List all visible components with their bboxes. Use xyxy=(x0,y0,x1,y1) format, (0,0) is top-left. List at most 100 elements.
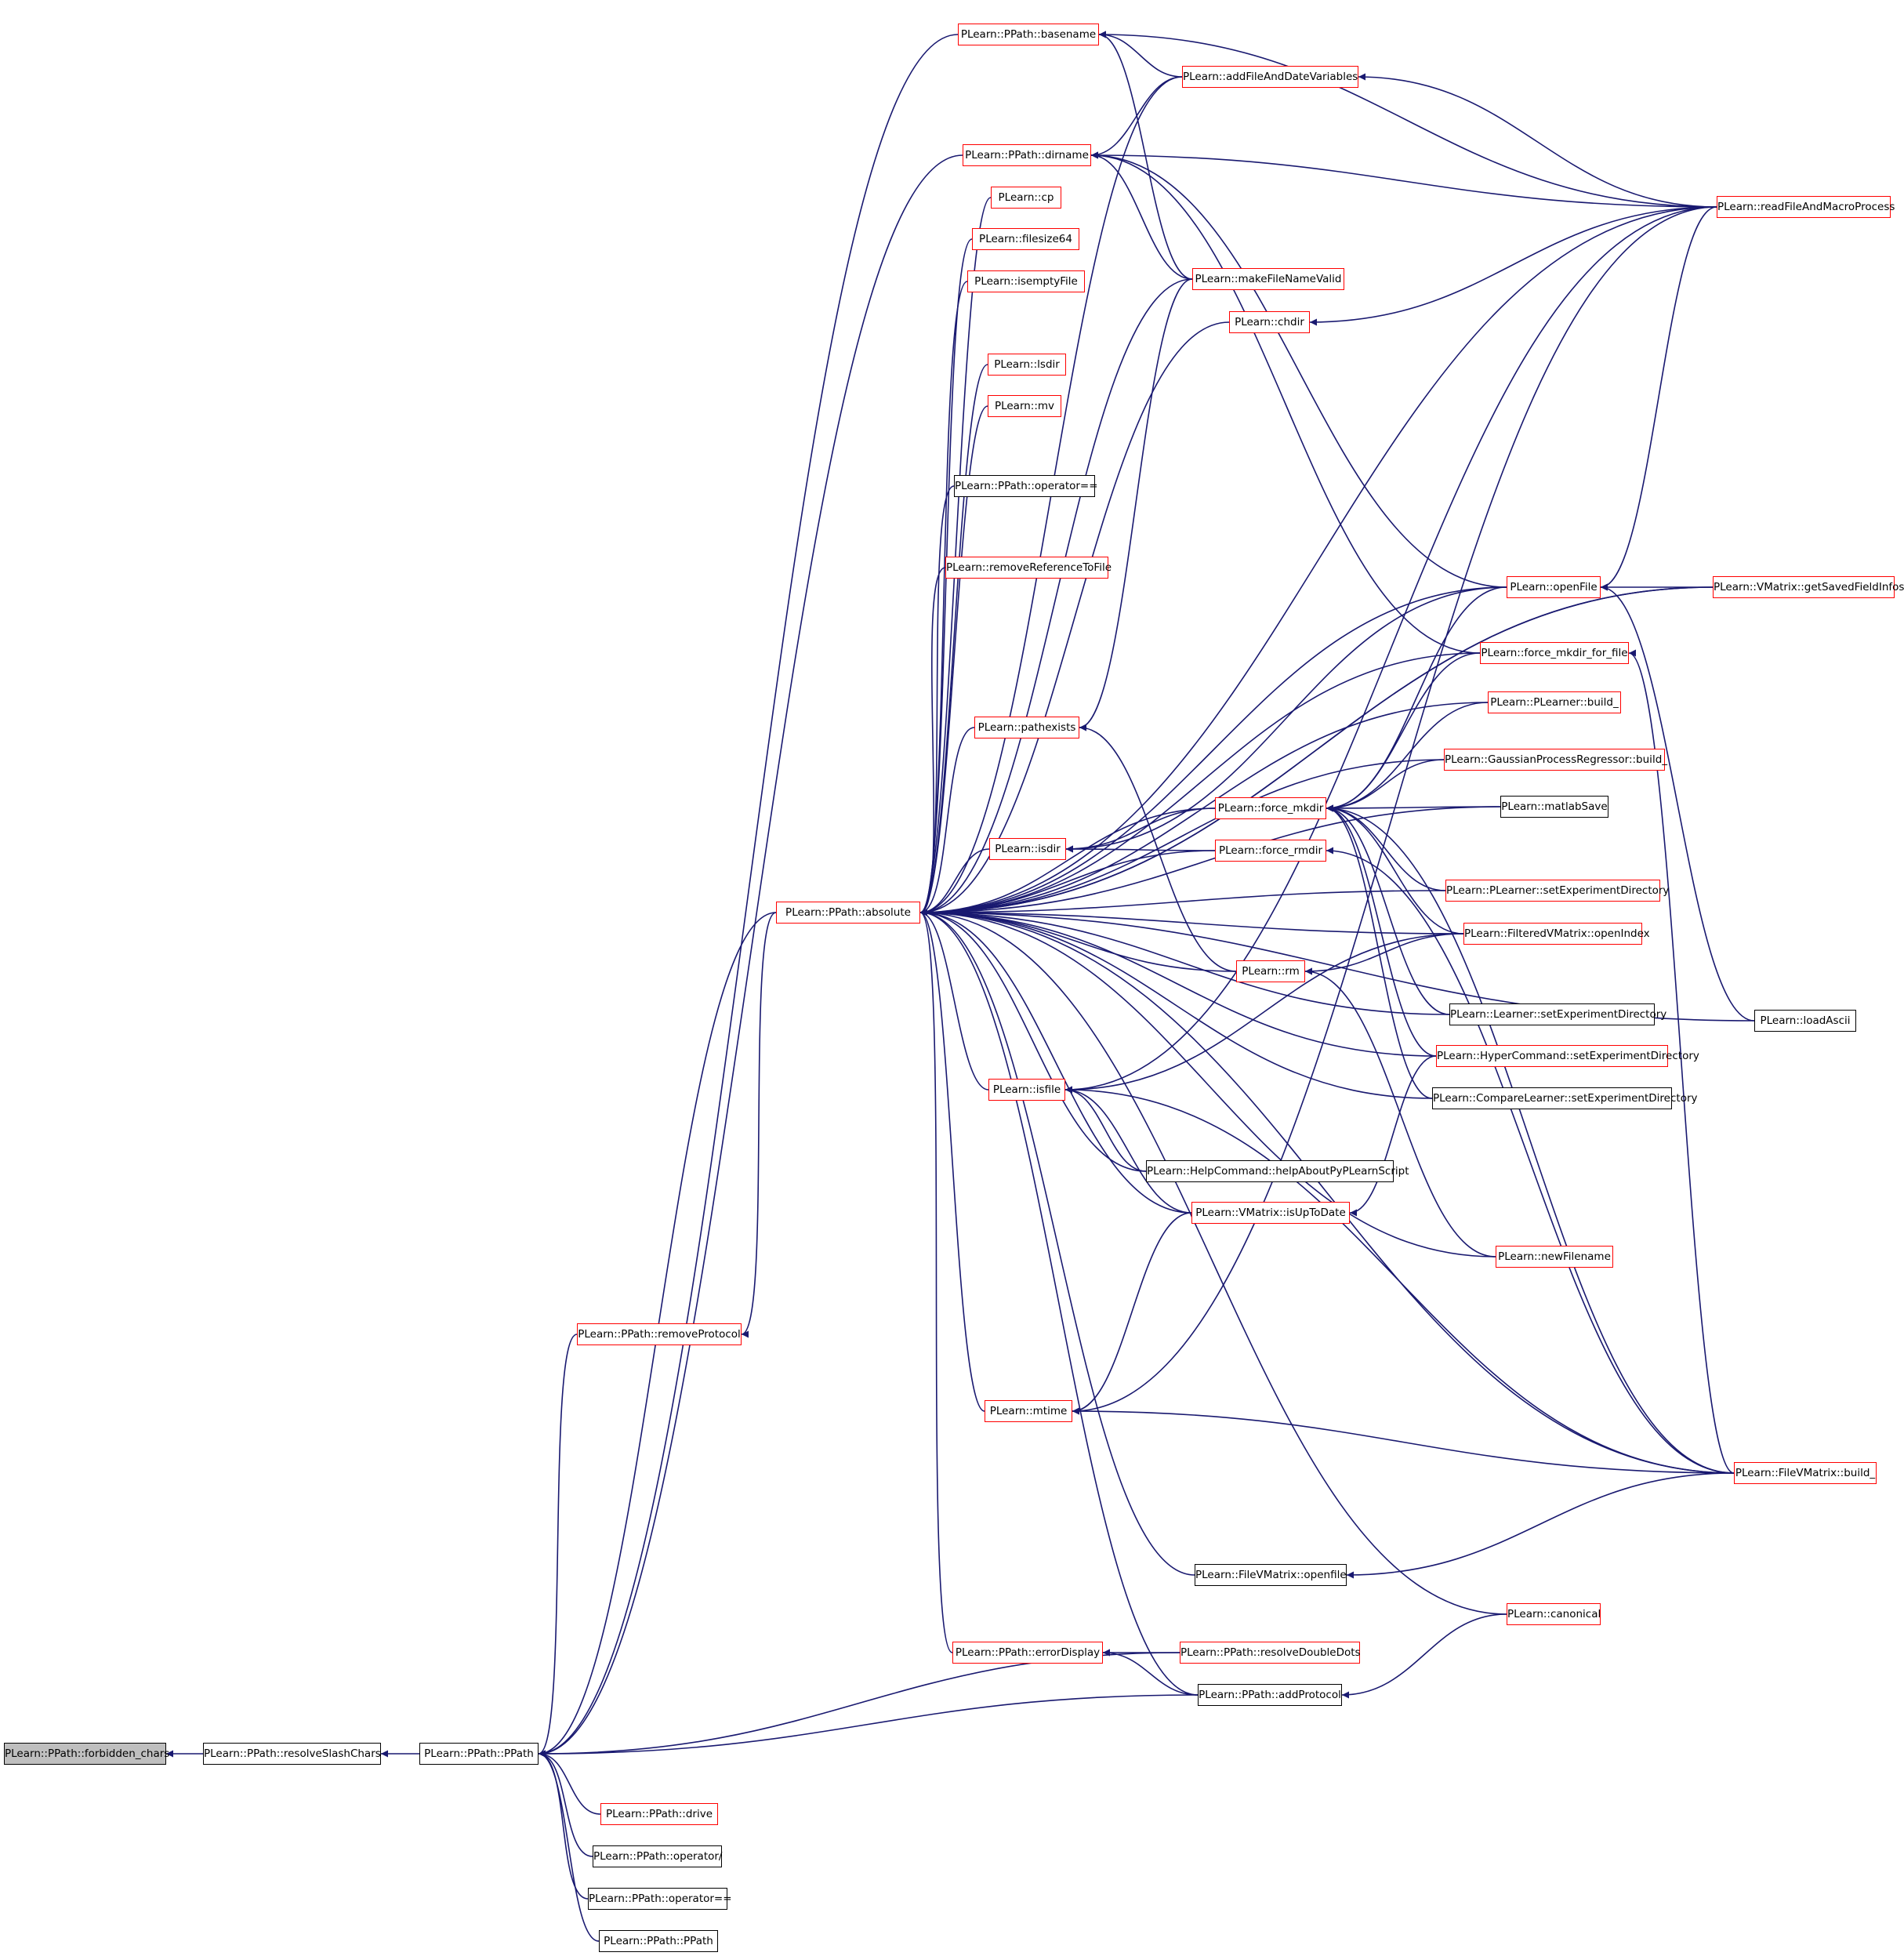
node-force_rmdir[interactable]: PLearn::force_rmdir xyxy=(1215,840,1326,862)
node-openFile[interactable]: PLearn::openFile xyxy=(1507,576,1601,598)
edge-fvm_build-to-force_mkdir xyxy=(1326,804,1735,1474)
edge-readFileAndMacro-to-mtime xyxy=(1072,206,1717,1415)
edge-addFileAndDate-to-basename xyxy=(1098,31,1183,78)
edge-resolveDoubleDots-to-ppath xyxy=(538,1652,1180,1758)
node-fvm_openfile[interactable]: PLearn::FileVMatrix::openfile xyxy=(1195,1564,1347,1586)
node-filesize64[interactable]: PLearn::filesize64 xyxy=(972,228,1079,250)
edge-mtime-to-absolute xyxy=(919,909,985,1412)
node-rm[interactable]: PLearn::rm xyxy=(1236,960,1305,982)
node-pathexists[interactable]: PLearn::pathexists xyxy=(974,717,1079,738)
node-resolveSlashChars[interactable]: PLearn::PPath::resolveSlashChars xyxy=(203,1743,381,1765)
edge-makeFileNameValid-to-dirname xyxy=(1090,151,1193,280)
edge-compare_setExp-to-absolute xyxy=(919,909,1433,1099)
node-fvm_build[interactable]: PLearn::FileVMatrix::build_ xyxy=(1734,1462,1877,1484)
node-errorDisplay[interactable]: PLearn::PPath::errorDisplay xyxy=(952,1642,1103,1664)
edge-isfile-to-absolute xyxy=(919,909,989,1090)
node-makeFileNameValid[interactable]: PLearn::makeFileNameValid xyxy=(1192,268,1344,290)
edge-hyper_setExp-to-force_mkdir xyxy=(1326,804,1437,1057)
edge-learner_setExp-to-absolute xyxy=(919,909,1450,1015)
node-compare_setExp[interactable]: PLearn::CompareLearner::setExperimentDir… xyxy=(1432,1087,1698,1109)
edge-helpAbout-to-absolute xyxy=(919,909,1147,1172)
edge-matlabSave-to-absolute xyxy=(919,806,1501,916)
node-openIndex[interactable]: PLearn::FilteredVMatrix::openIndex xyxy=(1463,923,1650,945)
edge-gpr_build-to-force_mkdir xyxy=(1326,759,1445,812)
edge-helpAbout-to-isfile xyxy=(1064,1086,1147,1172)
edge-cp-to-absolute xyxy=(919,197,992,916)
edge-force_mkdir-to-absolute xyxy=(919,807,1216,916)
edge-openFile-to-dirname xyxy=(1090,151,1507,588)
node-opeq2[interactable]: PLearn::PPath::operator== xyxy=(588,1888,732,1910)
edge-force_mkdir_for_file-to-dirname xyxy=(1090,151,1481,654)
node-drive[interactable]: PLearn::PPath::drive xyxy=(600,1803,718,1825)
edge-fvm_build-to-isfile xyxy=(1064,1086,1735,1474)
edge-readFileAndMacro-to-basename xyxy=(1098,31,1717,208)
edge-openIndex-to-force_mkdir xyxy=(1326,804,1464,934)
edge-addProtocol-to-ppath xyxy=(538,1694,1199,1758)
node-dirname[interactable]: PLearn::PPath::dirname xyxy=(963,144,1091,166)
edge-fvm_build-to-force_mkdir_for_file xyxy=(1628,649,1735,1474)
edge-fvm_build-to-absolute xyxy=(919,909,1735,1474)
edge-force_mkdir_for_file-to-absolute xyxy=(919,652,1481,916)
edge-dirname-to-ppath xyxy=(538,154,963,1758)
edge-opeq2-to-ppath xyxy=(538,1750,589,1900)
edge-drive-to-ppath xyxy=(538,1750,601,1815)
node-absolute[interactable]: PLearn::PPath::absolute xyxy=(776,902,920,924)
node-ppath2[interactable]: PLearn::PPath::PPath xyxy=(599,1930,718,1952)
node-removeProtocol[interactable]: PLearn::PPath::removeProtocol xyxy=(577,1323,742,1345)
node-isfile[interactable]: PLearn::isfile xyxy=(988,1079,1065,1101)
node-helpAbout[interactable]: PLearn::HelpCommand::helpAboutPyPLearnSc… xyxy=(1146,1160,1409,1182)
edge-plearner_build-to-force_mkdir xyxy=(1326,702,1489,812)
node-newFilename[interactable]: PLearn::newFilename xyxy=(1496,1246,1613,1268)
edge-force_rmdir-to-isdir xyxy=(1065,845,1216,853)
node-hyper_setExp[interactable]: PLearn::HyperCommand::setExperimentDirec… xyxy=(1436,1045,1699,1067)
node-getSavedFieldInfos[interactable]: PLearn::VMatrix::getSavedFieldInfos xyxy=(1713,576,1904,598)
node-force_mkdir[interactable]: PLearn::force_mkdir xyxy=(1215,797,1326,819)
edge-isUpToDate-to-mtime xyxy=(1072,1212,1192,1415)
node-resolveDoubleDots[interactable]: PLearn::PPath::resolveDoubleDots xyxy=(1180,1642,1361,1664)
node-addFileAndDate[interactable]: PLearn::addFileAndDateVariables xyxy=(1182,66,1358,88)
edge-plearner_setExp-to-absolute xyxy=(919,890,1446,916)
edge-opslash-to-ppath xyxy=(538,1750,593,1857)
edge-addFileAndDate-to-dirname xyxy=(1090,76,1183,159)
edge-lsdir-to-absolute xyxy=(919,364,988,916)
edge-errorDisplay-to-absolute xyxy=(919,909,953,1653)
edge-readFileAndMacro-to-openFile xyxy=(1600,206,1717,591)
node-matlabSave[interactable]: PLearn::matlabSave xyxy=(1500,796,1608,818)
node-addProtocol[interactable]: PLearn::PPath::addProtocol xyxy=(1198,1684,1342,1706)
edge-canonical-to-absolute xyxy=(919,909,1507,1615)
node-plearner_setExp[interactable]: PLearn::PLearner::setExperimentDirectory xyxy=(1445,880,1669,902)
edge-makeFileNameValid-to-basename xyxy=(1098,31,1193,280)
node-chdir[interactable]: PLearn::chdir xyxy=(1229,311,1310,333)
node-cp[interactable]: PLearn::cp xyxy=(991,187,1061,209)
edge-readFileAndMacro-to-addFileAndDate xyxy=(1358,73,1717,208)
edge-chdir-to-absolute xyxy=(919,321,1230,916)
node-plearner_build[interactable]: PLearn::PLearner::build_ xyxy=(1488,691,1621,713)
node-gpr_build[interactable]: PLearn::GaussianProcessRegressor::build_ xyxy=(1444,749,1667,771)
edge-isUpToDate-to-absolute xyxy=(919,909,1192,1214)
node-ppath[interactable]: PLearn::PPath::PPath xyxy=(419,1743,539,1765)
edge-openFile-to-force_mkdir xyxy=(1326,586,1507,812)
edge-openIndex-to-isfile xyxy=(1064,933,1464,1094)
node-removeRef[interactable]: PLearn::removeReferenceToFile xyxy=(945,557,1112,579)
node-canonical[interactable]: PLearn::canonical xyxy=(1507,1603,1601,1625)
edge-ppath2-to-ppath xyxy=(538,1750,600,1942)
edge-addProtocol-to-errorDisplay xyxy=(1102,1649,1199,1696)
edge-readFileAndMacro-to-dirname xyxy=(1090,151,1717,208)
node-isUpToDate[interactable]: PLearn::VMatrix::isUpToDate xyxy=(1191,1202,1350,1224)
node-basename[interactable]: PLearn::PPath::basename xyxy=(958,24,1099,45)
node-mv[interactable]: PLearn::mv xyxy=(988,395,1061,417)
node-learner_setExp[interactable]: PLearn::Learner::setExperimentDirectory xyxy=(1449,1003,1666,1025)
node-isemptyFile[interactable]: PLearn::isemptyFile xyxy=(967,270,1085,292)
node-loadAscii[interactable]: PLearn::loadAscii xyxy=(1754,1010,1856,1032)
node-force_mkdir_for_file[interactable]: PLearn::force_mkdir_for_file xyxy=(1480,642,1629,664)
node-opslash[interactable]: PLearn::PPath::operator/ xyxy=(593,1845,722,1867)
node-opeq1[interactable]: PLearn::PPath::operator== xyxy=(954,475,1098,497)
edge-isemptyFile-to-absolute xyxy=(919,281,968,916)
node-isdir[interactable]: PLearn::isdir xyxy=(989,838,1066,860)
node-mtime[interactable]: PLearn::mtime xyxy=(985,1400,1072,1422)
node-readFileAndMacro[interactable]: PLearn::readFileAndMacroProcess xyxy=(1717,196,1895,218)
node-lsdir[interactable]: PLearn::lsdir xyxy=(988,354,1066,376)
edge-newFilename-to-rm xyxy=(1304,967,1496,1257)
edge-makeFileNameValid-to-pathexists xyxy=(1079,278,1193,731)
